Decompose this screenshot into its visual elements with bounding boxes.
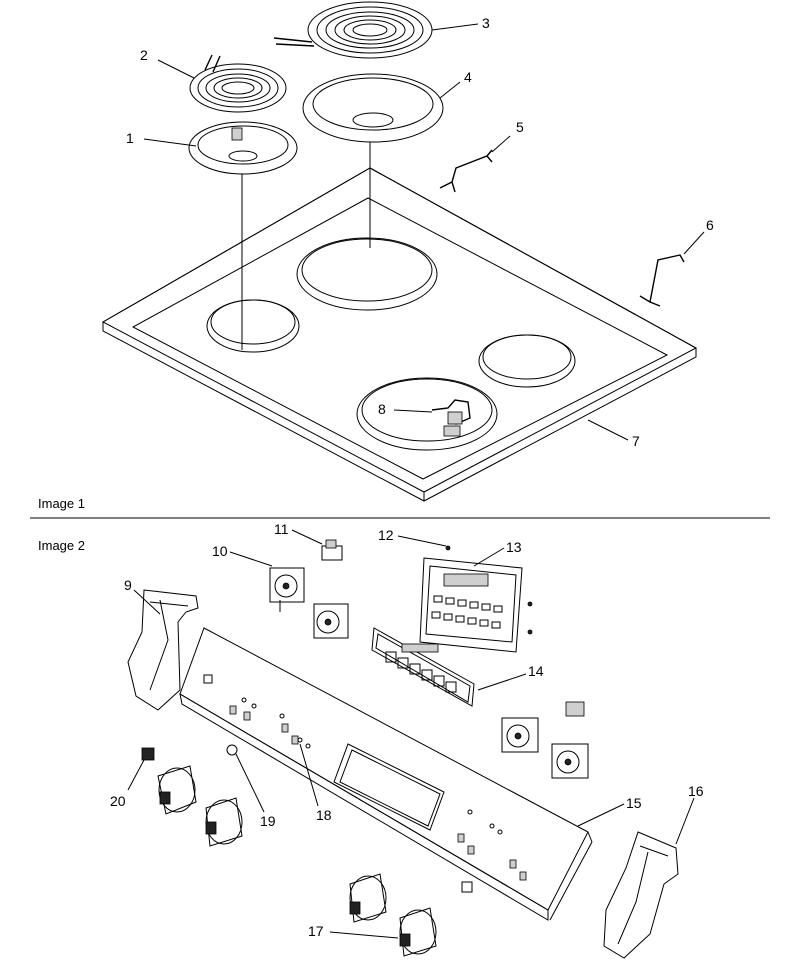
callout-18: 18 [316, 807, 332, 823]
infinite-switch-lower-2 [551, 743, 589, 779]
callout-3: 3 [482, 15, 490, 31]
callout-7: 7 [632, 433, 640, 449]
infinite-switch-upper-2 [313, 603, 349, 639]
callout-20: 20 [110, 793, 126, 809]
callout-6: 6 [706, 217, 714, 233]
large-drip-bowl [302, 73, 444, 143]
callout-13: 13 [506, 539, 522, 555]
callout-2: 2 [140, 47, 148, 63]
right-endcap [603, 831, 679, 959]
cooktop-assembly: 1 2 3 4 5 6 7 8 [101, 1, 714, 502]
screw [445, 545, 451, 551]
callout-4: 4 [464, 69, 472, 85]
control-overlay [371, 627, 475, 707]
callout-10: 10 [212, 543, 228, 559]
callout-19: 19 [260, 813, 276, 829]
control-knob-3 [349, 873, 387, 923]
infinite-switch-lower-1 [501, 717, 539, 753]
callout-16: 16 [688, 783, 704, 799]
callout-15: 15 [626, 795, 642, 811]
control-knob-2 [205, 797, 243, 847]
bracket-rear [439, 149, 493, 193]
large-surface-element [273, 1, 433, 59]
callout-9: 9 [124, 577, 132, 593]
small-surface-element [189, 54, 287, 113]
callout-8: 8 [378, 401, 386, 417]
infinite-switch-upper-1 [269, 567, 305, 612]
burner-opening-left-rear [296, 237, 438, 311]
image1-title: Image 1 [38, 496, 85, 511]
callout-17: 17 [308, 923, 324, 939]
signal-switch [141, 747, 155, 761]
backguard-panel [179, 627, 589, 911]
callout-11: 11 [274, 521, 289, 537]
callout-14: 14 [528, 663, 544, 679]
left-endcap [127, 589, 199, 711]
burner-receptacle [431, 399, 471, 437]
electronic-control [419, 557, 533, 653]
indicator-light [226, 744, 238, 756]
callout-1: 1 [126, 130, 134, 146]
relay-switch [321, 539, 343, 561]
relay-switch-lower [565, 701, 585, 717]
image2-title: Image 2 [38, 538, 85, 553]
control-knob-1 [157, 765, 197, 815]
callout-12: 12 [378, 527, 394, 543]
bracket-side [639, 254, 685, 307]
control-knob-4 [399, 907, 437, 957]
small-drip-bowl [188, 121, 298, 175]
burner-opening-right-front [356, 377, 498, 451]
control-panel-assembly: 9 10 11 12 13 14 15 16 17 18 19 20 [110, 521, 704, 959]
callout-5: 5 [516, 119, 524, 135]
